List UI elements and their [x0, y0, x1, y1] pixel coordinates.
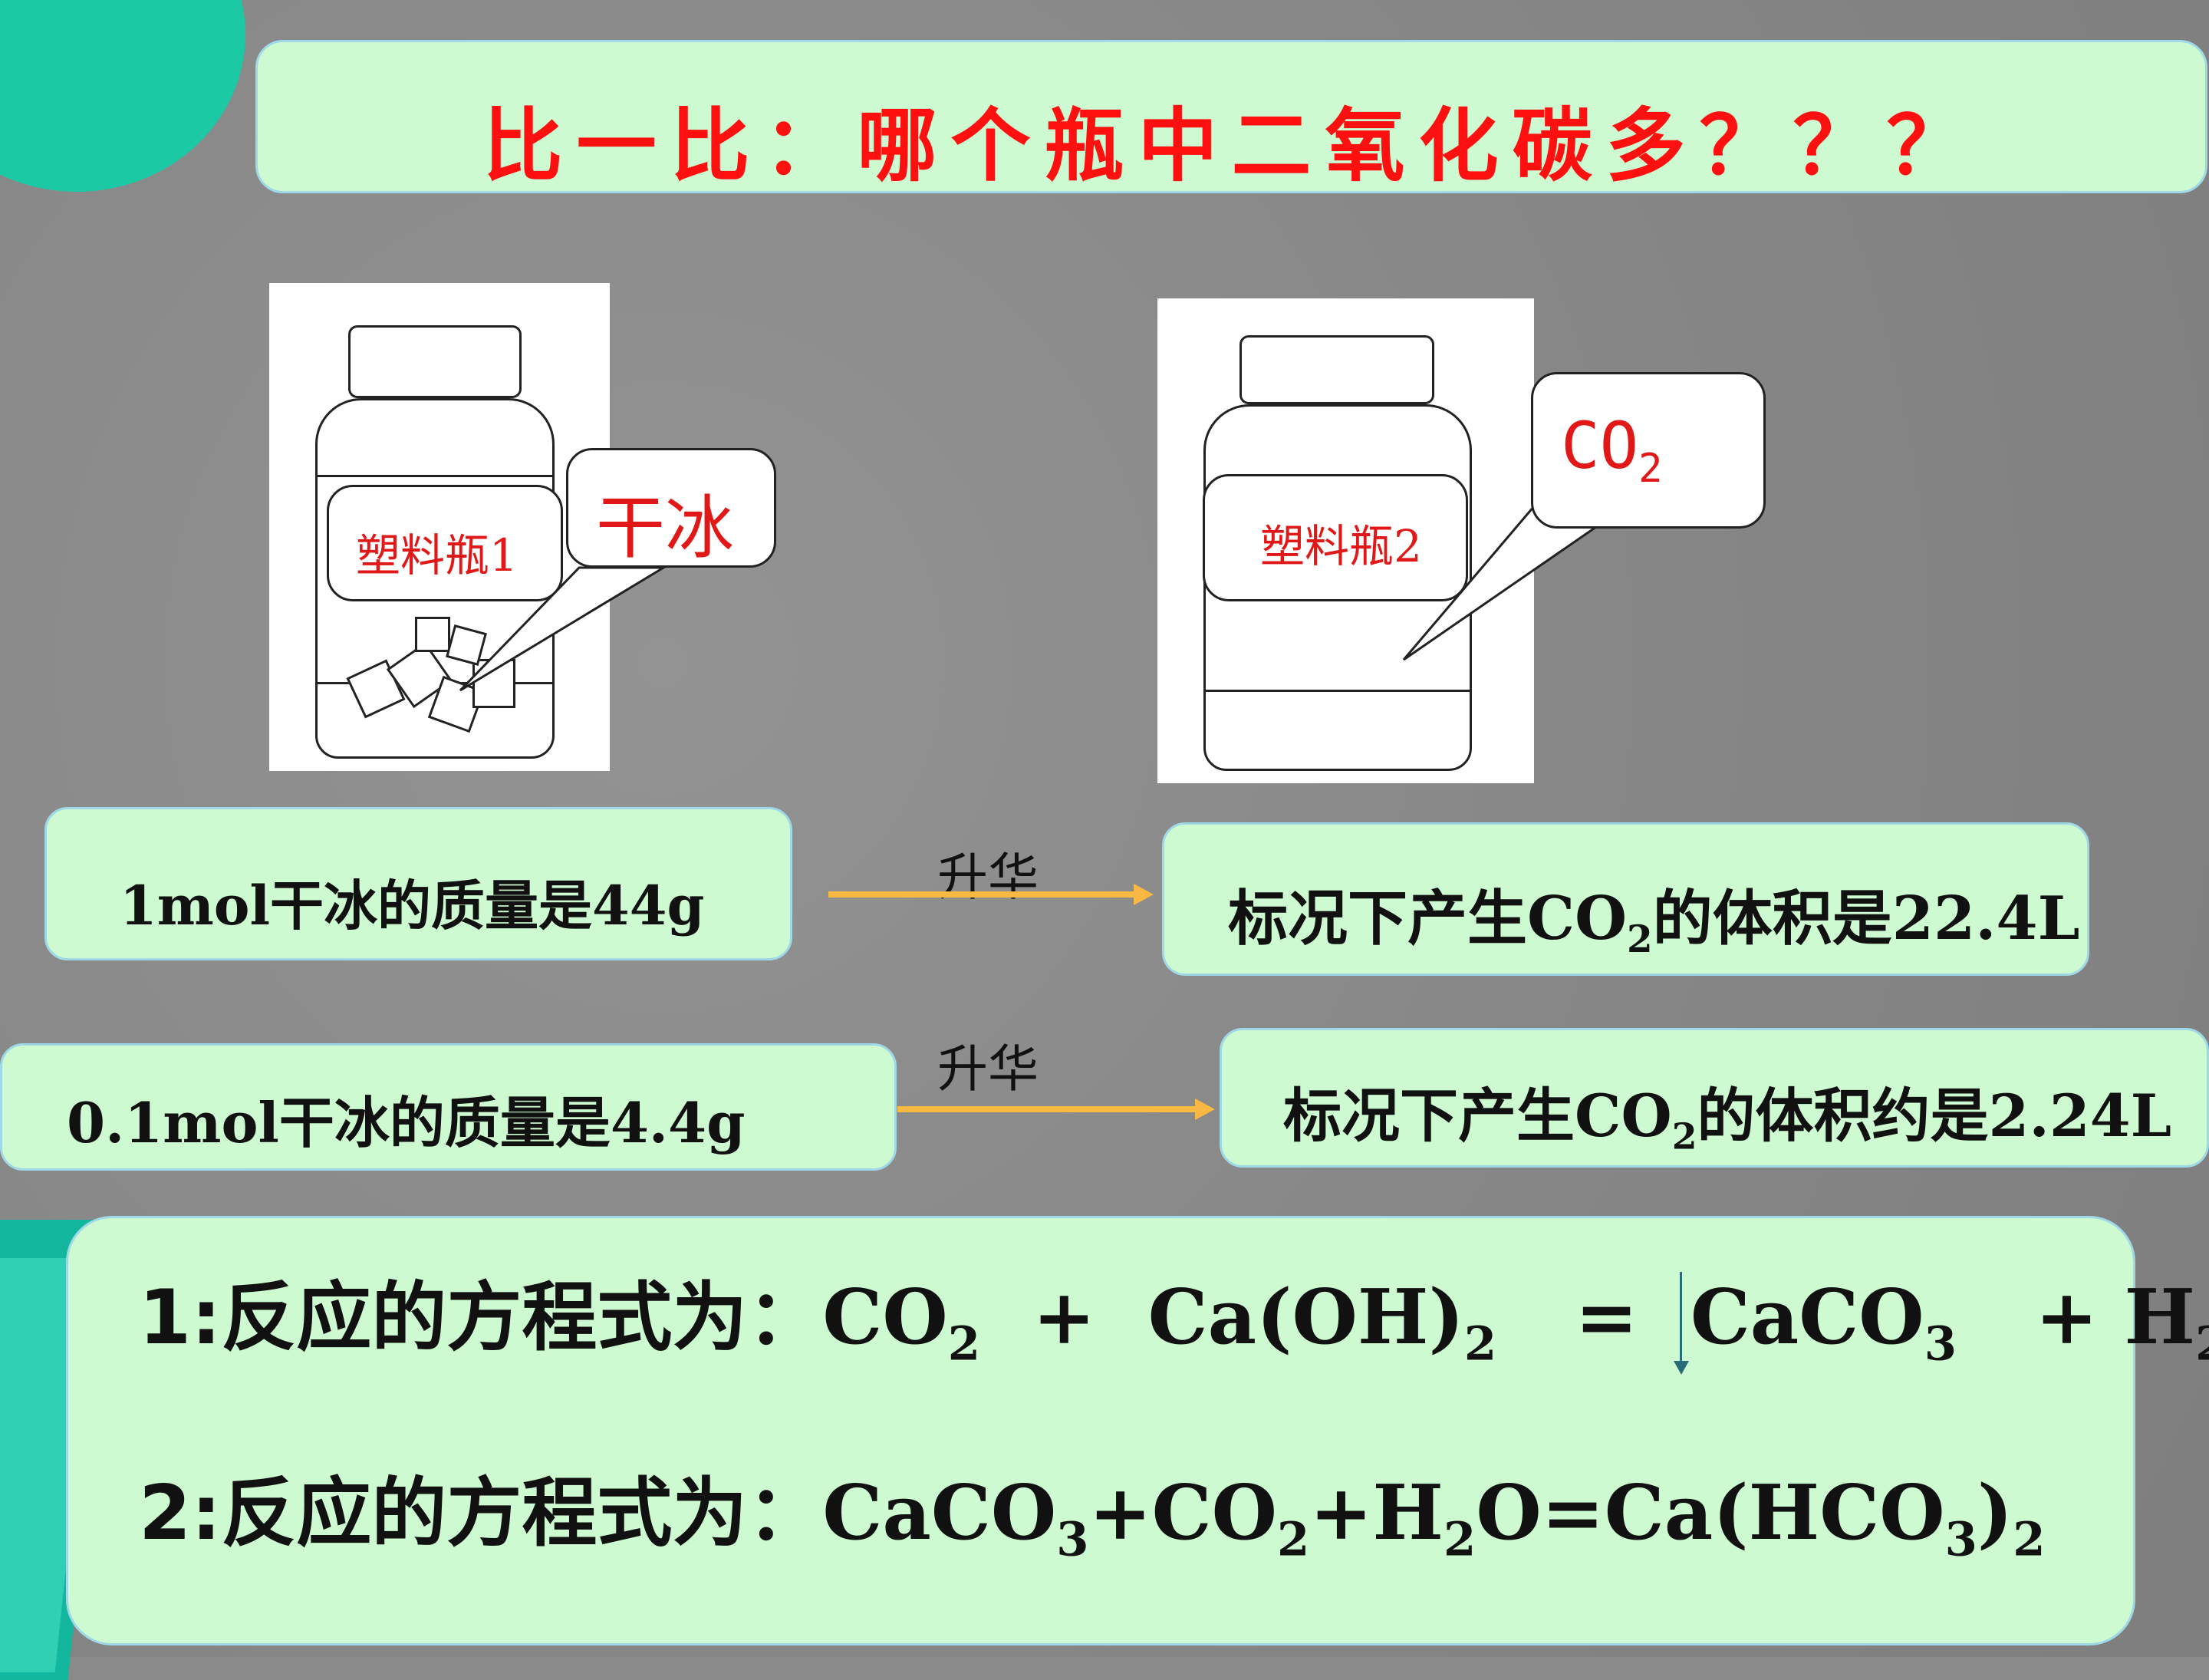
callout-dry-ice: 干冰 — [566, 448, 776, 568]
row2-arrowhead — [1195, 1099, 1215, 1120]
precipitate-arrow — [1680, 1272, 1682, 1364]
equations-box: 1:反应的方程式为：CO2 + Ca(OH)2 = CaCO3 + H2O 2:… — [66, 1216, 2209, 1645]
row1-left-text: 1mol干冰的质量是44g — [120, 874, 705, 937]
row2-arrow-label: 升华 — [937, 1039, 1039, 1099]
ice-cube — [415, 617, 450, 652]
callout-co2: CO2 — [1531, 372, 1766, 529]
bottle-cap — [348, 325, 522, 398]
callout-co2-text: CO2 — [1561, 408, 1663, 492]
page-title: 比一比：哪个瓶中二氧化碳多？？？ — [482, 99, 1980, 193]
row1-arrowhead — [1134, 884, 1154, 905]
equation-1: 1:反应的方程式为：CO2 + Ca(OH)2 = CaCO3 + H2O — [139, 1273, 2209, 1372]
row2-right-text: 标况下产生CO2的体积约是2.24L — [1283, 1082, 2172, 1158]
callout-pointer-1 — [459, 566, 668, 692]
bottle-1-label-text: 塑料瓶1 — [356, 529, 518, 581]
row2-left-text: 0.1mol干冰的质量是4.4g — [67, 1090, 746, 1155]
row2-arrow — [897, 1106, 1197, 1112]
callout-pointer-2 — [1402, 506, 1628, 661]
row1-arrow — [828, 891, 1135, 898]
callout-dry-ice-text: 干冰 — [596, 488, 734, 568]
row1-left-box: 1mol干冰的质量是44g — [44, 807, 792, 960]
bottle-cap — [1239, 335, 1434, 404]
row1-arrow-label: 升华 — [937, 848, 1039, 907]
bottle-2-label-text: 塑料瓶2 — [1260, 520, 1422, 572]
bottle-1-label: 塑料瓶1 — [327, 485, 563, 601]
row2-right-box: 标况下产生CO2的体积约是2.24L — [1220, 1028, 2209, 1168]
row1-right-box: 标况下产生CO2的体积是22.4L — [1162, 822, 2089, 976]
bottle-2-label: 塑料瓶2 — [1203, 474, 1468, 601]
equation-2: 2:反应的方程式为：CaCO3+CO2+H2O=Ca(HCO3)2 — [139, 1469, 2046, 1567]
title-box: 比一比：哪个瓶中二氧化碳多？？？ — [255, 40, 2207, 193]
row2-left-box: 0.1mol干冰的质量是4.4g — [0, 1043, 897, 1171]
row1-right-text: 标况下产生CO2的体积是22.4L — [1228, 884, 2080, 961]
precipitate-arrowhead — [1674, 1361, 1689, 1375]
